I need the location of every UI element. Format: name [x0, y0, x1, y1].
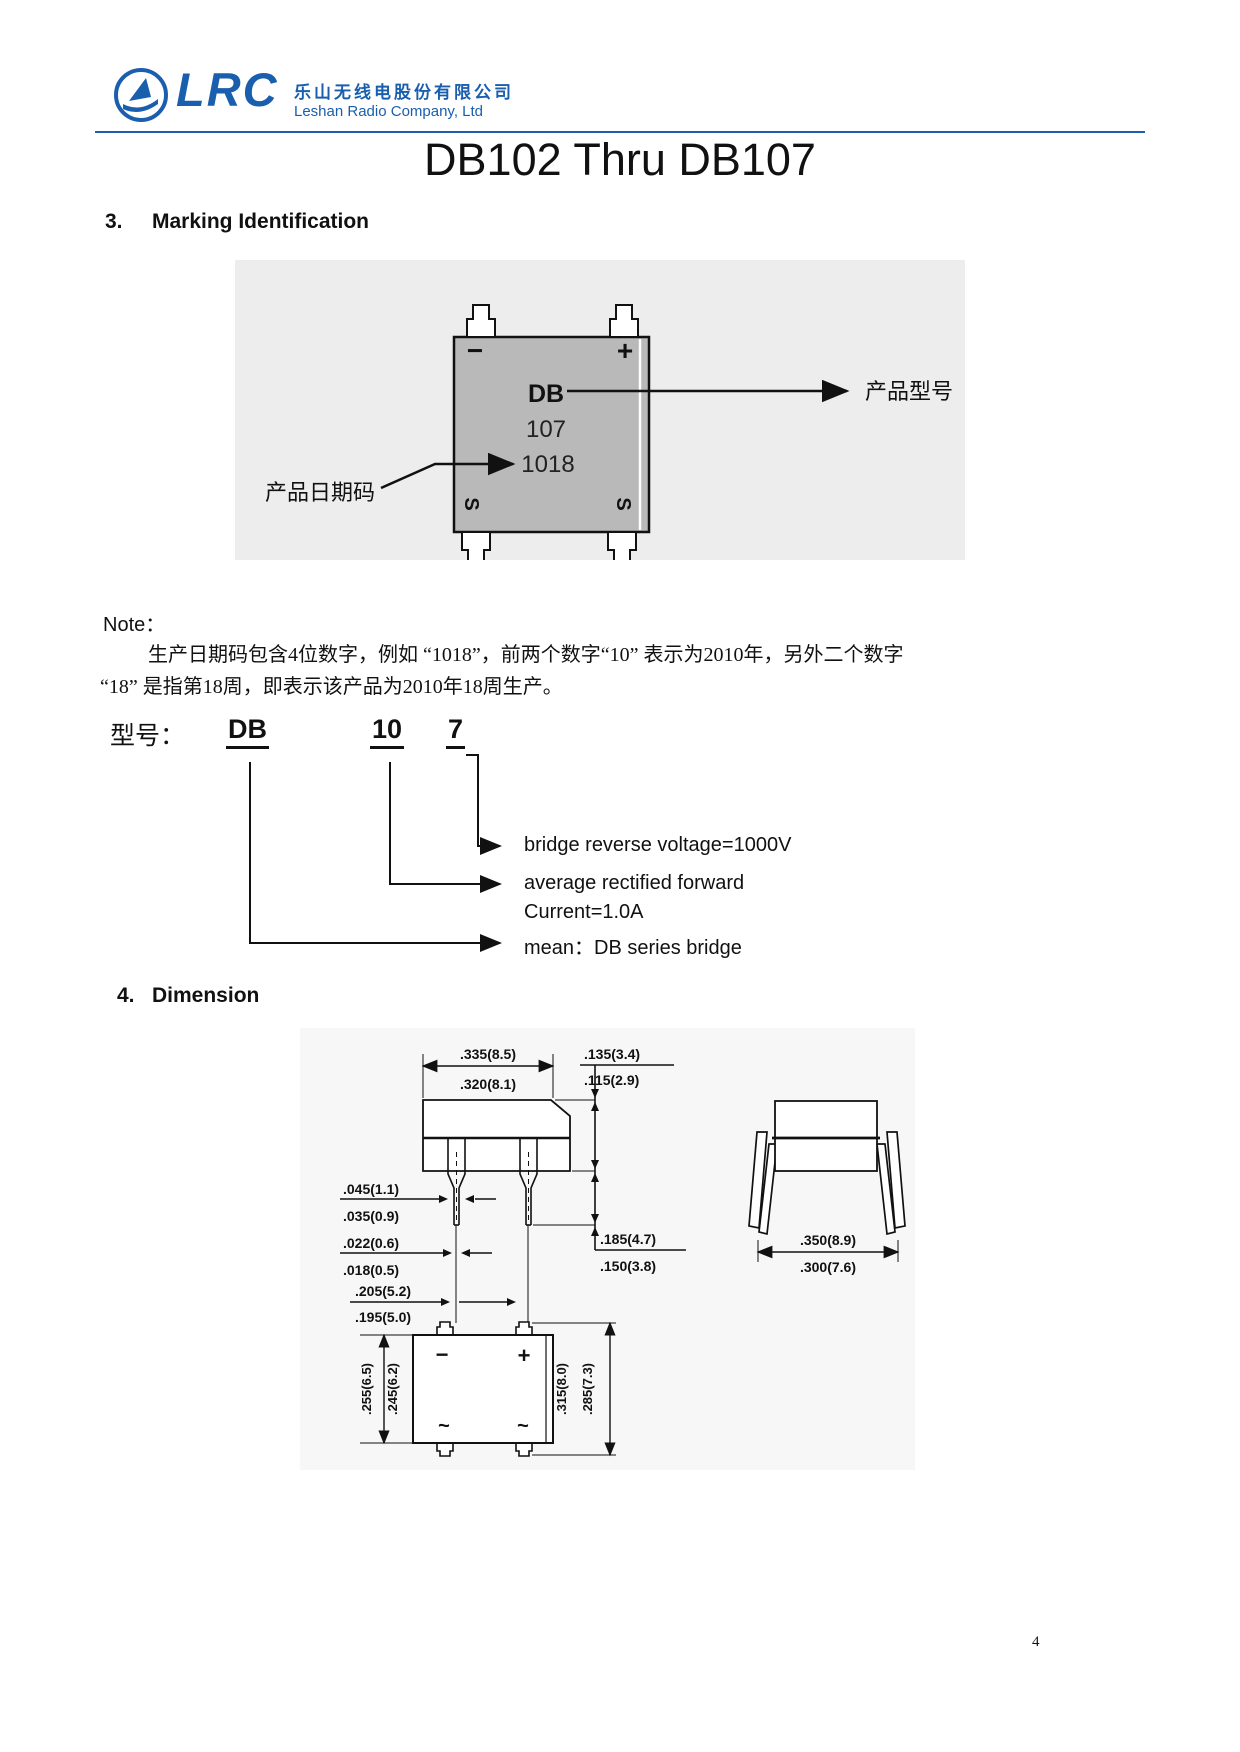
- marking-figure-drawing: − + S S DB 107 1018 产品型号 产品日期码: [265, 304, 953, 560]
- lrc-logo-icon: [112, 66, 170, 124]
- dim-leadw1-max: .045(1.1): [343, 1181, 399, 1197]
- connector-db: [249, 762, 502, 952]
- explanation-current-2: Current=1.0A: [524, 901, 644, 923]
- dim-height-max: .135(3.4): [584, 1046, 640, 1062]
- dim-leadw1-min: .035(0.9): [343, 1208, 399, 1224]
- dimension-figure: .335(8.5) .320(8.1) .135(3.4) .115(2.9) …: [300, 1028, 915, 1470]
- dim-sidew-max: .350(8.9): [800, 1232, 856, 1248]
- bottom-ac-mark-left: ~: [438, 1415, 450, 1437]
- bottom-tab-top-right: [515, 1321, 533, 1336]
- dim-pitch-min: .195(5.0): [355, 1309, 411, 1325]
- dim-bodyw-max: .255(6.5): [359, 1363, 374, 1415]
- dim-top-max: .335(8.5): [460, 1046, 516, 1062]
- page-title: DB102 Thru DB107: [424, 134, 816, 185]
- marking-figure: − + S S DB 107 1018 产品型号 产品日期码: [235, 260, 965, 560]
- package-pin-top-left: [466, 304, 496, 338]
- front-leg-right: [519, 1138, 527, 1225]
- section3-number: 3.: [105, 210, 123, 233]
- dim-leadw2-max: .022(0.6): [343, 1235, 399, 1251]
- header-divider: [95, 131, 1145, 133]
- datecode-callout-label: 产品日期码: [265, 480, 375, 505]
- section4-number: 4.: [117, 984, 135, 1007]
- connector-10: [389, 762, 502, 893]
- explanation-mean: mean：DB series bridge: [524, 937, 742, 959]
- ac-mark-left: S: [460, 497, 482, 510]
- package-body: [452, 335, 651, 534]
- bottom-tab-top-left: [436, 1321, 454, 1336]
- front-body: [422, 1099, 571, 1172]
- model-part-db: DB: [226, 714, 269, 749]
- note-line-2: “18” 是指第18周，即表示该产品为2010年18周生产。: [100, 676, 563, 698]
- package-pin-bottom-left: [461, 531, 491, 560]
- marking-line-datecode: 1018: [521, 451, 574, 478]
- company-name-en: Leshan Radio Company, Ltd: [294, 103, 484, 120]
- dim-overallh-max: .315(8.0): [554, 1363, 569, 1415]
- logo-wordmark: LRC: [176, 63, 279, 116]
- section3-title: Marking Identification: [152, 210, 370, 233]
- bottom-minus-mark: −: [436, 1342, 449, 1367]
- model-callout-label: 产品型号: [865, 379, 953, 404]
- dim-pitch-max: .205(5.2): [355, 1283, 411, 1299]
- bottom-view-body: [412, 1334, 554, 1444]
- dim-overallh-min: .285(7.3): [580, 1363, 595, 1415]
- dim-sidew-min: .300(7.6): [800, 1259, 856, 1275]
- bottom-tab-bottom-right: [515, 1442, 533, 1457]
- front-leg-left: [447, 1138, 455, 1225]
- dim-bodyw-min: .245(6.2): [385, 1363, 400, 1415]
- note-line-1: 生产日期码包含4位数字，例如 “1018”，前两个数字“10” 表示为2010年…: [148, 644, 904, 666]
- package-pin-top-right: [609, 304, 639, 338]
- note-label: Note：: [103, 614, 166, 636]
- side-view-body: [774, 1100, 878, 1172]
- marking-line-voltage: 107: [526, 416, 566, 443]
- model-row-label: 型号：: [110, 723, 186, 750]
- minus-mark: −: [467, 335, 483, 366]
- dim-height-min: .115(2.9): [584, 1072, 639, 1088]
- model-part-7: 7: [446, 714, 466, 749]
- ac-mark-right: S: [612, 497, 634, 510]
- explanation-voltage: bridge reverse voltage=1000V: [524, 834, 792, 856]
- connector-7: [466, 754, 502, 855]
- package-pin-bottom-right: [607, 531, 637, 560]
- dimension-drawing: .335(8.5) .320(8.1) .135(3.4) .115(2.9) …: [340, 1046, 906, 1457]
- dim-leadlen-min: .150(3.8): [600, 1258, 656, 1274]
- section4-title: Dimension: [152, 984, 260, 1007]
- dim-top-min: .320(8.1): [460, 1076, 516, 1092]
- side-leg-inner-right: [876, 1143, 896, 1236]
- dim-leadlen-max: .185(4.7): [600, 1231, 656, 1247]
- marking-line-type: DB: [528, 380, 564, 408]
- explanation-current-1: average rectified forward: [524, 872, 745, 894]
- plus-mark: +: [617, 335, 633, 366]
- bottom-plus-mark: +: [518, 1343, 531, 1368]
- dim-leadw2-min: .018(0.5): [343, 1262, 399, 1278]
- side-leg-outer-right: [886, 1131, 906, 1230]
- page-number: 4: [1032, 1634, 1040, 1650]
- company-name-cn: 乐山无线电股份有限公司: [294, 83, 514, 102]
- bottom-ac-mark-right: ~: [517, 1415, 529, 1437]
- model-part-10: 10: [370, 714, 405, 749]
- breakdown-connectors: [0, 700, 1240, 970]
- bottom-tab-bottom-left: [436, 1442, 454, 1457]
- datecode-callout-arrow: [380, 452, 516, 490]
